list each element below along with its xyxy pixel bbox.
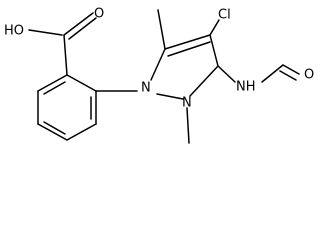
bond-n2-n1	[156, 93, 184, 100]
pyrazoline-nitrogen-1-label: N	[141, 81, 151, 96]
benzene-bond-4	[37, 123, 68, 141]
bond-c5-c4	[164, 34, 211, 50]
bond-nh-formyl-c	[261, 64, 284, 83]
chlorine-label: Cl	[218, 8, 231, 23]
bond-c3-nh	[217, 65, 236, 83]
carbonyl-oxygen-label: O	[94, 7, 104, 22]
bond-n1-c5	[150, 48, 166, 81]
formyl-oxygen-label: O	[304, 68, 314, 83]
benzene-bond-1	[66, 74, 97, 92]
molecule-structure-diagram: HO O Cl N N NH O	[4, 7, 314, 144]
amide-nitrogen-label: NH	[236, 80, 256, 95]
bond-c5-c4-second	[167, 41, 211, 57]
bond-c4-c3	[209, 34, 219, 67]
formamide-group	[217, 64, 300, 83]
bond-methyl-n2	[186, 107, 190, 144]
bond-c3-n2	[189, 65, 219, 97]
benzene-bond-3	[66, 123, 97, 141]
hydroxyl-label: HO	[4, 24, 24, 39]
benzene-inner-bond-c	[43, 81, 66, 95]
bond-oh-carboxyl	[28, 29, 63, 36]
bond-methyl-c5	[157, 9, 166, 50]
benzene-ring	[37, 74, 97, 141]
bond-formyl-c-o	[282, 64, 300, 75]
carboxylic-acid-group	[28, 12, 97, 76]
bond-chlorine	[209, 19, 220, 36]
bond-formyl-c-o-second	[279, 70, 297, 81]
bond-carboxyl-carbonyl-second	[68, 17, 97, 40]
bond-carboxyl-carbonyl	[63, 12, 94, 36]
pyrazoline-ring	[150, 34, 219, 100]
bond-carboxyl-to-ring	[63, 34, 68, 76]
pyrazoline-nitrogen-2-label: N	[182, 96, 192, 111]
benzene-inner-bond-b	[43, 121, 66, 135]
benzene-bond-6	[37, 74, 68, 92]
